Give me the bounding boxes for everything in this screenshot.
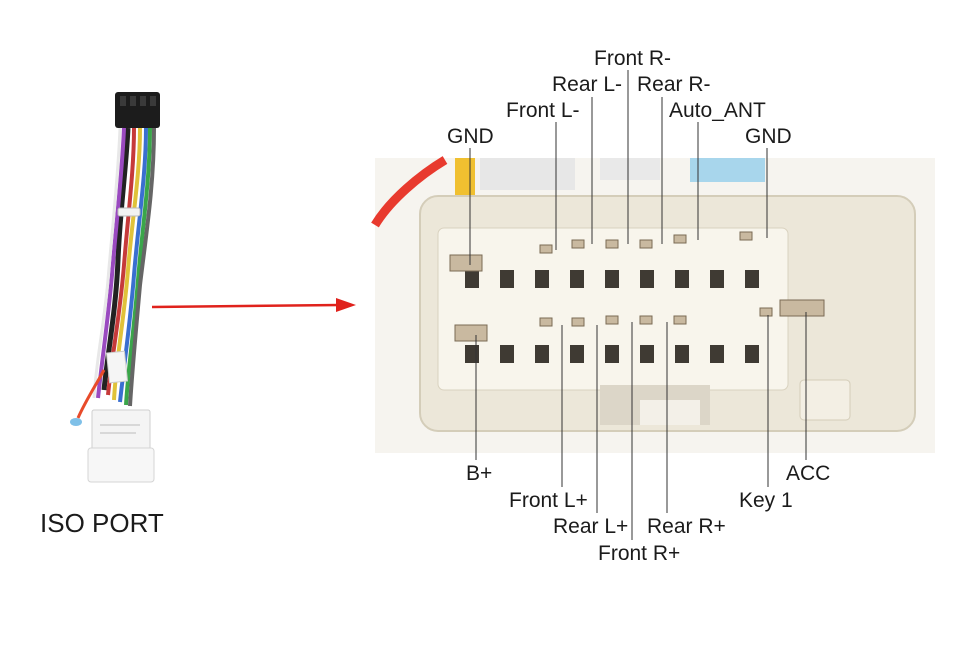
label-front-r-plus: Front R+ — [598, 542, 681, 565]
label-rear-r-minus: Rear R- — [637, 73, 711, 96]
label-front-l-minus: Front L- — [506, 99, 580, 122]
leader-lines — [469, 70, 807, 540]
iso-harness-illustration — [70, 92, 160, 483]
arrow-icon — [151, 298, 356, 312]
label-rear-r-plus: Rear R+ — [647, 515, 726, 538]
label-key-1: Key 1 — [739, 489, 793, 512]
label-rear-l-minus: Rear L- — [552, 73, 623, 96]
label-gnd-right: GND — [745, 125, 792, 148]
label-front-r-minus: Front R- — [594, 47, 672, 70]
iso-port-caption: ISO PORT — [40, 508, 164, 538]
connector-illustration — [371, 156, 935, 453]
label-front-l-plus: Front L+ — [509, 489, 588, 512]
label-auto-ant: Auto_ANT — [669, 99, 766, 122]
label-rear-l-plus: Rear L+ — [553, 515, 629, 538]
label-b-plus: B+ — [466, 462, 493, 485]
label-gnd-left: GND — [447, 125, 494, 148]
label-acc: ACC — [786, 462, 831, 485]
